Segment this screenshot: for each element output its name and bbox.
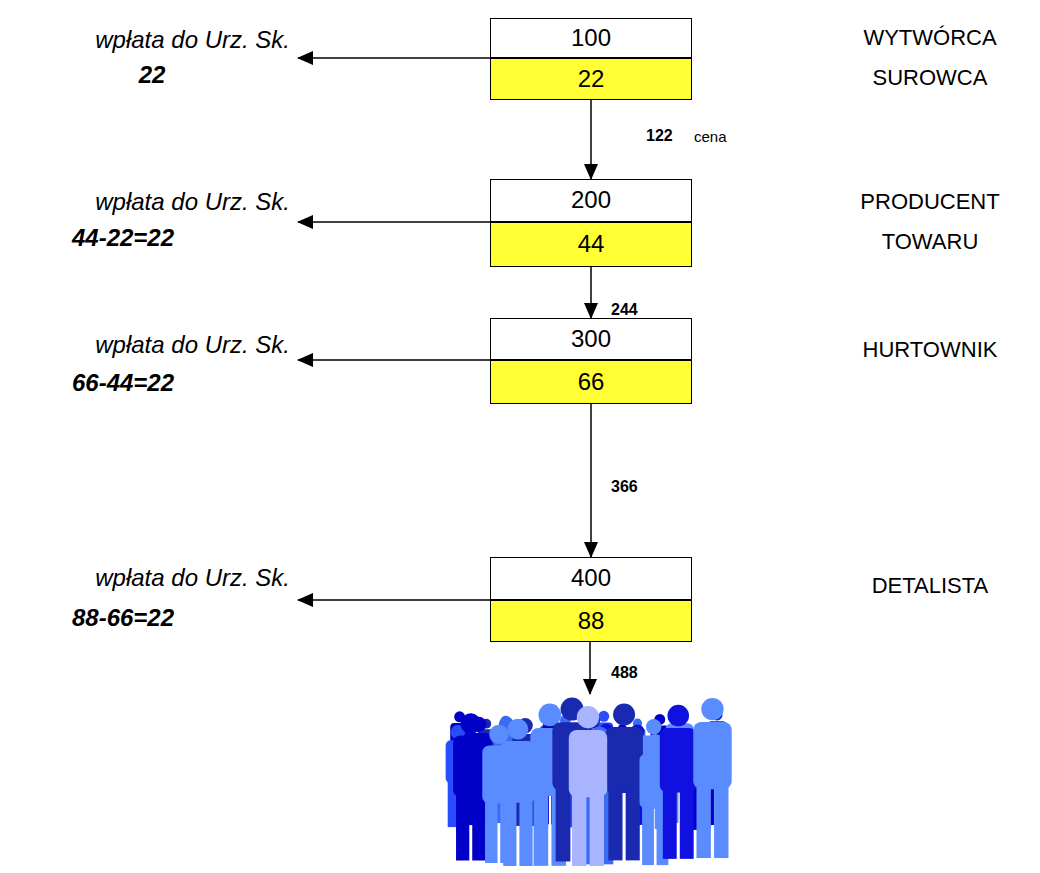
crowd-illustration — [446, 698, 732, 866]
vat-box: 88 — [490, 600, 692, 642]
amount-value: 200 — [571, 187, 611, 213]
payment-amount: 22 — [102, 61, 202, 90]
net-price-box: 300 — [490, 318, 692, 360]
person-leg — [680, 790, 694, 859]
person-leg — [590, 794, 604, 866]
amount-value: 66 — [578, 369, 605, 395]
stage-name: DETALISTA — [845, 566, 1015, 606]
person-leg — [714, 786, 728, 858]
gross-price-label: 244 — [611, 300, 638, 319]
stage-name: HURTOWNIK — [845, 330, 1015, 370]
person-head — [701, 698, 723, 720]
stage-name: WYTWÓRCA SUROWCA — [845, 18, 1015, 98]
stage-name: PRODUCENT TOWARU — [845, 182, 1015, 262]
person-head — [613, 703, 635, 725]
payment-note: wpłata do Urz. Sk. — [4, 26, 290, 55]
payment-arrow — [298, 359, 490, 361]
payment-amount: 44-22=22 — [38, 224, 208, 253]
net-price-box: 400 — [490, 557, 692, 600]
payment-arrow — [298, 57, 490, 59]
flow-arrow — [590, 267, 592, 318]
person-leg — [556, 788, 571, 862]
consumer-arrow — [589, 642, 591, 694]
amount-value: 22 — [578, 66, 605, 92]
person-silhouette — [693, 698, 731, 858]
payment-arrow — [298, 599, 490, 601]
flow-arrow — [590, 404, 592, 557]
person-leg — [456, 794, 469, 860]
person-silhouette — [569, 706, 607, 866]
net-price-box: 200 — [490, 179, 692, 222]
person-leg — [534, 793, 549, 866]
person-body — [569, 730, 607, 797]
price-note: cena — [694, 128, 754, 146]
payment-amount: 88-66=22 — [38, 604, 208, 633]
person-silhouette — [500, 719, 535, 866]
payment-note: wpłata do Urz. Sk. — [4, 564, 290, 593]
person-leg — [472, 794, 485, 860]
person-leg — [663, 790, 677, 859]
payment-amount: 66-44=22 — [38, 369, 208, 398]
amount-value: 44 — [578, 231, 605, 257]
person-head — [508, 719, 529, 740]
payment-note: wpłata do Urz. Sk. — [4, 331, 290, 360]
vat-box: 22 — [490, 58, 692, 100]
amount-value: 88 — [578, 608, 605, 634]
person-leg — [572, 794, 586, 866]
person-head — [460, 713, 481, 734]
amount-value: 300 — [571, 326, 611, 352]
gross-price-label: 366 — [611, 477, 638, 496]
person-leg — [696, 786, 710, 858]
person-silhouette — [660, 705, 697, 859]
person-leg — [485, 801, 497, 863]
person-leg — [626, 790, 640, 861]
amount-value: 100 — [571, 25, 611, 51]
person-body — [693, 722, 731, 789]
person-head — [646, 719, 661, 734]
person-head — [667, 705, 689, 727]
person-leg — [608, 790, 622, 861]
person-head — [577, 706, 599, 728]
person-body — [660, 728, 697, 793]
net-price-box: 100 — [490, 18, 692, 58]
payment-note: wpłata do Urz. Sk. — [4, 188, 290, 217]
amount-value: 400 — [571, 565, 611, 591]
person-silhouette — [605, 703, 643, 860]
person-leg — [503, 800, 516, 866]
gross-price-label: 122 — [646, 126, 673, 145]
flow-arrow — [590, 100, 592, 179]
person-body — [605, 727, 643, 793]
person-leg — [642, 806, 654, 865]
person-leg — [519, 800, 532, 866]
vat-box: 66 — [490, 360, 692, 404]
vat-box: 44 — [490, 222, 692, 267]
payment-arrow — [298, 221, 490, 223]
gross-price-label: 488 — [611, 663, 671, 682]
person-body — [500, 741, 535, 803]
